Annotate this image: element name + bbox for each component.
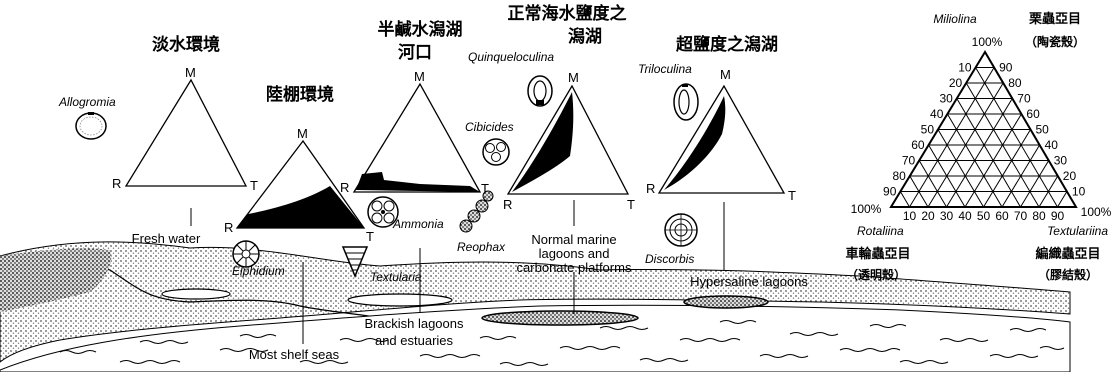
ternary-right-tick-label: 90 xyxy=(999,61,1013,75)
taxon-cibicides-label: Cibicides xyxy=(465,120,514,134)
taxon-allogromia-label: Allogromia xyxy=(58,95,116,109)
ternary-left-tick-label: 80 xyxy=(892,169,906,183)
taxon-triloculina-label: Triloculina xyxy=(638,62,692,76)
legend-left-label: Rotaliina xyxy=(857,224,904,238)
shelf-caption: Most shelf seas xyxy=(249,347,340,362)
normal-marine-caption-line2: lagoons and xyxy=(539,246,610,261)
shelf-vertex-m: M xyxy=(297,126,308,141)
normal-marine-vertex-m: M xyxy=(568,70,579,85)
legend-right-label: Textulariina xyxy=(1047,224,1108,238)
ternary-bottom-tick-label: 60 xyxy=(995,209,1009,223)
freshwater-vertex-m: M xyxy=(185,65,196,80)
freshwater-vertex-r: R xyxy=(112,176,121,191)
freshwater-title: 淡水環境 xyxy=(152,34,220,55)
ternary-bottom-tick-label: 80 xyxy=(1032,209,1046,223)
ternary-grid-line xyxy=(984,130,1031,208)
shelf-vertex-t: T xyxy=(366,229,374,244)
ternary-right-tick-label: 20 xyxy=(1063,169,1077,183)
brackish-lagoon xyxy=(348,294,452,306)
legend-top-percent: 100% xyxy=(972,35,1003,49)
ternary-left-tick-label: 20 xyxy=(949,76,963,90)
hypersaline-vertex-r: R xyxy=(646,181,655,196)
ternary-bottom-tick-label: 70 xyxy=(1014,209,1028,223)
brackish-caption-line2: and estuaries xyxy=(375,333,454,348)
legend-top-chinese: 栗蟲亞目 xyxy=(1029,11,1081,27)
ternary-bottom-tick-label: 40 xyxy=(958,209,972,223)
taxon-ammonia-label: Ammonia xyxy=(392,217,444,231)
taxon-reophax-label: Reophax xyxy=(457,240,506,254)
ternary-bottom-tick-label: 90 xyxy=(1051,209,1065,223)
ternary-right-tick-label: 40 xyxy=(1045,138,1059,152)
ternary-legend: Miliolina 栗蟲亞目 （陶瓷殼） 100% 10203040506070… xyxy=(845,11,1111,282)
reophax-icon xyxy=(460,191,493,232)
hypersaline-vertex-t: T xyxy=(788,188,796,203)
freshwater-group: 淡水環境 M R T Fresh water xyxy=(112,34,258,246)
freshwater-vertex-t: T xyxy=(250,178,258,193)
ternary-left-tick-label: 10 xyxy=(958,61,972,75)
legend-right-percent: 100% xyxy=(1081,205,1112,219)
brackish-vertex-r: R xyxy=(340,180,349,195)
freshwater-lake xyxy=(162,289,230,299)
normal-marine-vertex-t: T xyxy=(627,197,635,212)
legend-left-chinese: 車輪蟲亞目 xyxy=(845,246,910,262)
taxon-textularia-label: Textularia xyxy=(370,270,422,284)
legend-top-label: Miliolina xyxy=(933,12,977,26)
quinqueloculina-icon xyxy=(528,76,552,106)
taxon-elphidium-label: Elphidium xyxy=(232,264,285,278)
ternary-grid xyxy=(900,68,1067,208)
normal-marine-title-line1: 正常海水鹽度之 xyxy=(508,3,627,24)
brackish-title-line1: 半鹹水潟湖 xyxy=(378,19,463,40)
ternary-right-tick-label: 30 xyxy=(1054,154,1068,168)
legend-top-shell: （陶瓷殼） xyxy=(1025,34,1085,49)
ternary-right-tick-label: 50 xyxy=(1036,123,1050,137)
ternary-grid-line xyxy=(1058,192,1067,208)
hypersaline-lagoon xyxy=(684,296,768,308)
discorbis-icon xyxy=(665,214,697,246)
hypersaline-vertex-m: M xyxy=(720,67,731,82)
ternary-bottom-tick-label: 20 xyxy=(921,209,935,223)
brackish-vertex-m: M xyxy=(414,69,425,84)
normal-marine-title-line2: 潟湖 xyxy=(568,26,602,47)
brackish-title-line2: 河口 xyxy=(398,43,432,63)
ternary-right-tick-label: 70 xyxy=(1017,92,1031,106)
allogromia-icon xyxy=(76,112,106,139)
ternary-grid-line xyxy=(957,99,1021,208)
hypersaline-caption: Hypersaline lagoons xyxy=(690,274,808,289)
normal-marine-lagoon xyxy=(482,311,638,325)
freshwater-caption: Fresh water xyxy=(132,231,201,246)
ternary-grid-line xyxy=(900,192,909,208)
hypersaline-title: 超鹽度之潟湖 xyxy=(676,34,778,55)
shelf-title: 陸棚環境 xyxy=(266,84,334,105)
ternary-bottom-tick-label: 10 xyxy=(903,209,917,223)
shelf-vertex-r: R xyxy=(224,220,233,235)
ternary-right-tick-label: 60 xyxy=(1026,107,1040,121)
ternary-right-tick-label: 80 xyxy=(1008,76,1022,90)
legend-left-percent: 100% xyxy=(851,202,882,216)
legend-right-chinese: 編織蟲亞目 xyxy=(1035,246,1100,262)
legend-left-shell: （透明殼） xyxy=(846,267,906,282)
taxon-quinqueloculina-label: Quinqueloculina xyxy=(468,50,554,64)
ternary-grid-line xyxy=(947,99,1013,208)
taxon-discorbis-label: Discorbis xyxy=(645,252,694,266)
ternary-bottom-tick-label: 50 xyxy=(977,209,991,223)
ternary-left-tick-label: 40 xyxy=(930,107,944,121)
brackish-caption-line1: Brackish lagoons xyxy=(365,316,464,331)
ternary-bottom-scale: 10 20 30 40 50 60 70 80 90 xyxy=(903,209,1065,223)
normal-marine-caption-line1: Normal marine xyxy=(531,232,616,247)
triloculina-icon xyxy=(674,84,698,120)
ternary-left-tick-label: 90 xyxy=(883,185,897,199)
ternary-left-tick-label: 70 xyxy=(902,154,916,168)
ternary-left-tick-label: 60 xyxy=(911,138,925,152)
freshwater-triangle xyxy=(126,80,246,186)
ternary-left-tick-label: 30 xyxy=(939,92,953,106)
ternary-grid-line xyxy=(938,130,984,208)
normal-marine-vertex-r: R xyxy=(503,197,512,212)
ternary-right-tick-label: 10 xyxy=(1072,185,1086,199)
ternary-bottom-tick-label: 30 xyxy=(940,209,954,223)
normal-marine-caption-line3: carbonate platforms xyxy=(517,260,632,275)
legend-right-shell: （膠結殼） xyxy=(1038,267,1098,282)
cibicides-icon xyxy=(483,139,509,165)
ternary-left-tick-label: 50 xyxy=(921,123,935,137)
